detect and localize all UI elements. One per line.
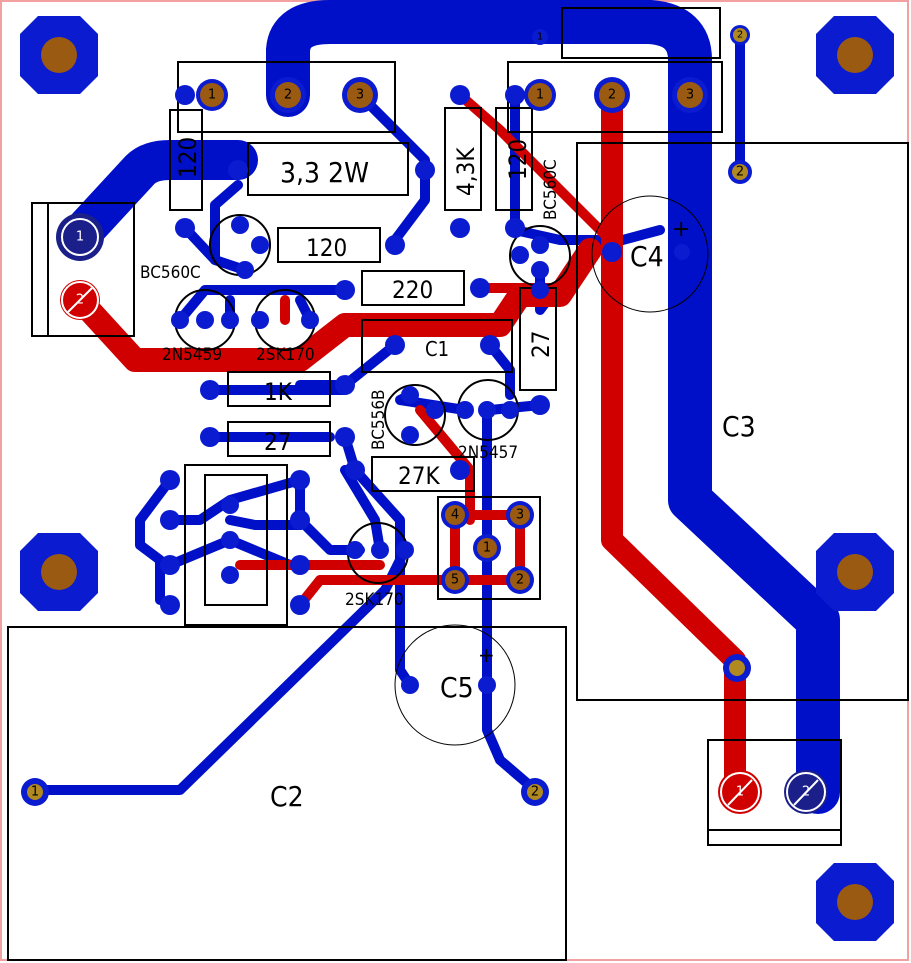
output-connector-outline [707, 739, 842, 846]
silkscreen-labels: 1 2 3 1 2 3 120 3,3 2W 4,3K 120 BC560C B… [31, 30, 810, 814]
trace-x [340, 465, 385, 555]
q-bc560c-a-label: BC560C [140, 263, 201, 283]
c4-label: C4 [630, 240, 664, 273]
r-120-horiz-label: 120 [306, 234, 347, 262]
trace-a [355, 90, 430, 245]
r-3-3-2w-outline [247, 142, 409, 196]
pin-label: 1 [31, 785, 39, 800]
r-4-3k-label: 4,3K [452, 147, 480, 196]
r-120-horiz-outline [277, 227, 381, 263]
pin-label: 1 [536, 88, 544, 103]
relay-outline [184, 464, 288, 626]
trace-red-a [455, 90, 620, 250]
r-220-outline [361, 270, 465, 306]
c5-plus: + [478, 643, 495, 667]
q-bc556b-label: BC556B [369, 389, 389, 450]
c1-label: C1 [425, 337, 449, 361]
trace-p [482, 405, 540, 795]
r-27-vert-label: 27 [527, 331, 555, 358]
r-120-top-outline [169, 109, 203, 211]
pin-label: 2 [736, 165, 744, 180]
r-120-mid-label: 120 [504, 139, 532, 180]
c1-outline [361, 319, 513, 373]
r-27k-outline [371, 456, 475, 492]
q-2n5459-label: 2N5459 [162, 345, 222, 365]
component-pads [21, 25, 828, 814]
r-27-horiz-outline [227, 421, 331, 457]
q-2n5457-label: 2N5457 [458, 443, 518, 463]
input-connector-outline [31, 202, 135, 337]
r-4-3k-outline [444, 107, 482, 211]
q-2sk170-label: 2SK170 [256, 345, 315, 365]
trace-o [485, 340, 515, 400]
trace-e [510, 87, 605, 245]
trace-t [225, 515, 305, 530]
pin-label: 2 [737, 30, 743, 41]
trace-u [295, 475, 365, 555]
c3-label: C3 [722, 410, 756, 443]
jumper-block-outline [437, 496, 541, 600]
pin-label: 2 [802, 785, 810, 800]
c3-outline [576, 142, 909, 701]
r-120-top-label: 120 [174, 137, 202, 178]
pin-label: 1 [736, 785, 744, 800]
pin-label: 3 [356, 88, 364, 103]
r-1k-outline [227, 371, 331, 407]
c2-outline [7, 626, 567, 961]
pin-label: 1 [537, 32, 543, 43]
pin-label: 3 [516, 508, 524, 523]
r-120-mid-outline [495, 107, 533, 211]
pin-label: 5 [451, 573, 459, 588]
trace-red-b [68, 238, 602, 372]
bc556b-outline [384, 384, 446, 446]
trace-w [30, 545, 410, 795]
trace-r [135, 475, 175, 605]
trace-red-main [601, 84, 746, 803]
pin-label: 1 [483, 541, 491, 556]
trace-n [340, 432, 415, 690]
mounting-holes [20, 16, 894, 941]
pin-label: 2 [531, 785, 539, 800]
bottom-copper-layer [30, 0, 840, 814]
pin-label: 1 [76, 230, 84, 245]
trace-red-h [295, 575, 460, 610]
pin-label: 2 [608, 88, 616, 103]
trace-b [210, 180, 250, 275]
c5-outline [394, 624, 516, 746]
r-1k-label: 1K [264, 378, 293, 406]
relay-inner-outline [204, 474, 268, 606]
q-bc560c-b-label: BC560C [541, 159, 561, 220]
pin-label: 2 [516, 573, 524, 588]
c4-outline [591, 195, 709, 313]
c5-label: C5 [440, 671, 474, 704]
pin-label: 2 [76, 293, 84, 308]
pin-label: 3 [686, 88, 694, 103]
c4-plus: + [672, 217, 690, 242]
r-27-horiz-label: 27 [264, 428, 291, 456]
pin-label: 4 [451, 508, 459, 523]
q-2sk170-b-label: 2SK170 [345, 590, 404, 610]
top-connector-outline [561, 7, 721, 59]
r-3-3-2w-label: 3,3 2W [280, 156, 369, 189]
pin-label: 2 [284, 88, 292, 103]
pin-label: 1 [208, 88, 216, 103]
c2-label: C2 [270, 780, 304, 813]
r-220-label: 220 [392, 276, 433, 304]
r-27k-label: 27K [398, 462, 440, 490]
